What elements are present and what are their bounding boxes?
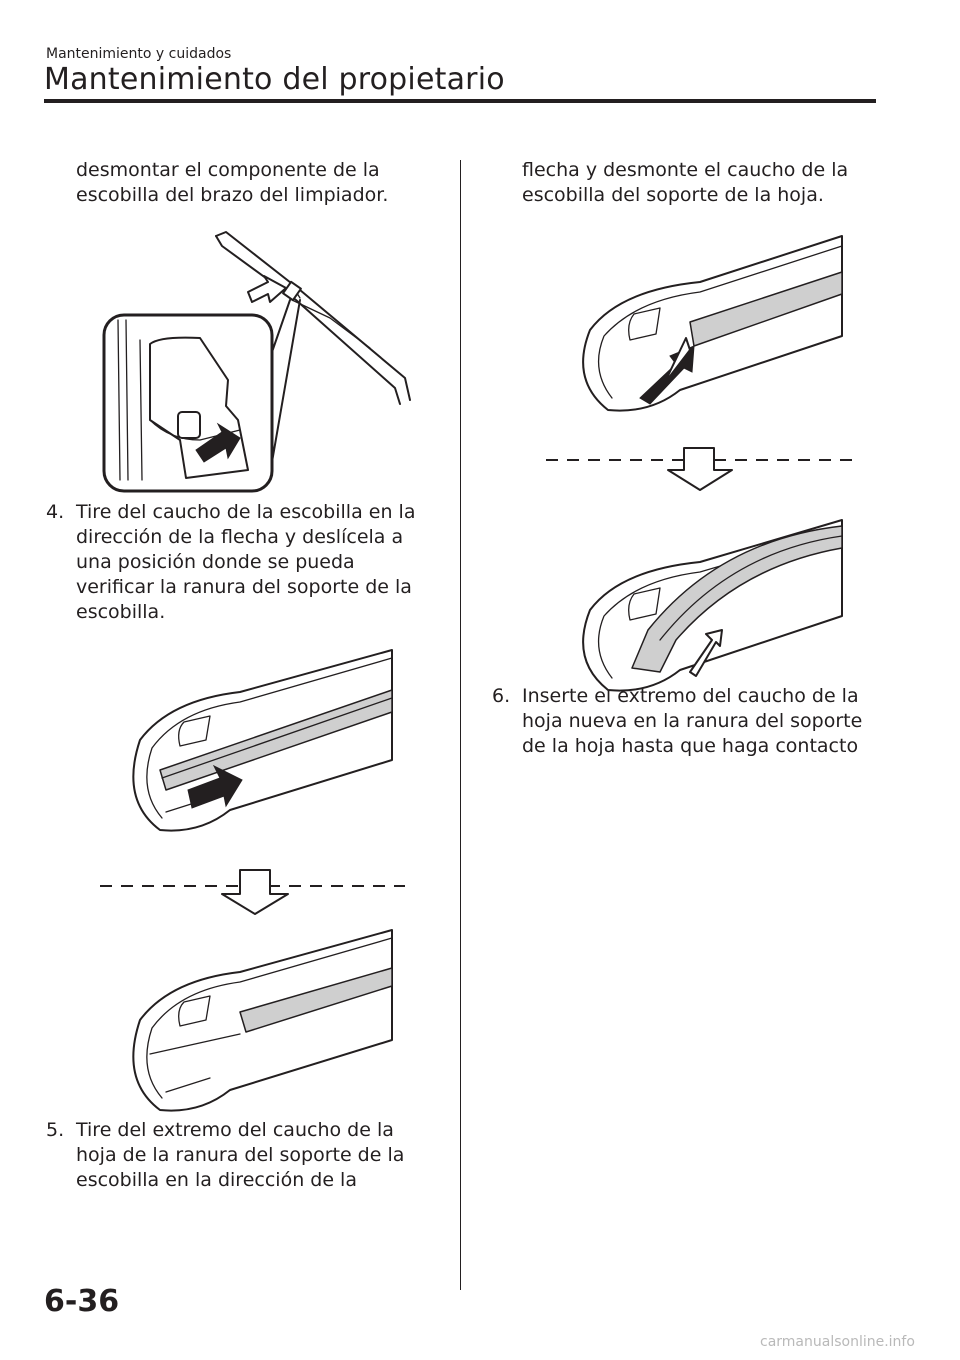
text-line: de la hoja hasta que haga contacto (522, 735, 859, 757)
step-4: 4. Tire del caucho de la escobilla en la… (46, 500, 446, 625)
step-number: 5. (46, 1119, 65, 1141)
text-line: escobilla en la dirección de la (76, 1169, 357, 1191)
step-number: 4. (46, 501, 65, 523)
section-breadcrumb: Mantenimiento y cuidados (46, 46, 232, 62)
text-line: una posición donde se pueda (76, 551, 355, 573)
watermark: carmanualsonline.info (760, 1334, 915, 1350)
text-line: Tire del extremo del caucho de la (76, 1119, 394, 1141)
text-line: verificar la ranura del soporte de la (76, 576, 412, 598)
step-number: 6. (492, 685, 511, 707)
text-line: escobilla del brazo del limpiador. (76, 184, 389, 206)
text-line: Inserte el extremo del caucho de la (522, 685, 859, 707)
page-title: Mantenimiento del propietario (44, 62, 505, 97)
text-line: hoja de la ranura del soporte de la (76, 1144, 405, 1166)
header-rule (44, 99, 876, 103)
left-continuation-text: desmontar el componente de la escobilla … (76, 158, 388, 208)
text-line: dirección de la flecha y deslícela a (76, 526, 404, 548)
right-continuation-text: flecha y desmonte el caucho de la escobi… (522, 158, 848, 208)
step-5: 5. Tire del extremo del caucho de la hoj… (46, 1118, 446, 1193)
text-line: escobilla. (76, 601, 166, 623)
step-6: 6. Inserte el extremo del caucho de la h… (492, 684, 892, 759)
text-line: desmontar el componente de la (76, 159, 380, 181)
text-line: hoja nueva en la ranura del soporte (522, 710, 863, 732)
text-line: flecha y desmonte el caucho de la (522, 159, 849, 181)
column-divider (460, 160, 461, 1290)
text-line: Tire del caucho de la escobilla en la (76, 501, 416, 523)
text-line: escobilla del soporte de la hoja. (522, 184, 824, 206)
page-number: 6-36 (44, 1284, 120, 1319)
